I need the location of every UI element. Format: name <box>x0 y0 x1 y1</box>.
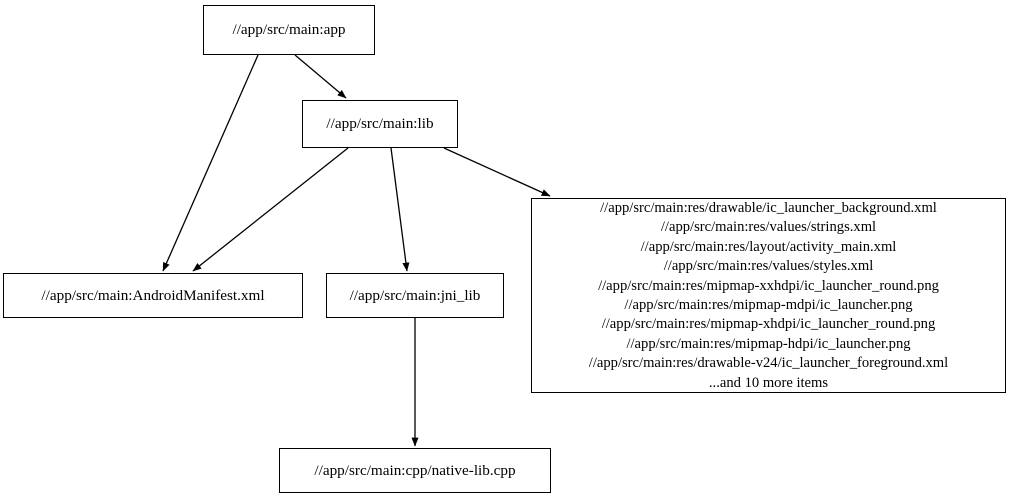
graph-node-resources-line: //app/src/main:res/values/strings.xml <box>660 219 877 236</box>
graph-edge-app-to-manifest <box>162 54 259 272</box>
graph-node-app[interactable]: //app/src/main:app <box>203 5 375 55</box>
graph-node-resources[interactable]: //app/src/main:res/drawable/ic_launcher_… <box>531 198 1006 393</box>
graph-node-android-manifest[interactable]: //app/src/main:AndroidManifest.xml <box>3 273 303 318</box>
graph-node-lib-label: //app/src/main:lib <box>326 115 434 133</box>
graph-node-jni-lib[interactable]: //app/src/main:jni_lib <box>326 273 504 318</box>
graph-node-resources-line: //app/src/main:res/drawable/ic_launcher_… <box>600 199 937 216</box>
graph-edge-lib-to-resources <box>443 147 551 197</box>
graph-node-native-lib-cpp-label: //app/src/main:cpp/native-lib.cpp <box>314 461 516 479</box>
graph-node-resources-line: //app/src/main:res/mipmap-mdpi/ic_launch… <box>624 297 913 313</box>
graph-node-resources-line: ...and 10 more items <box>708 374 829 391</box>
graph-node-resources-line: //app/src/main:res/mipmap-xxhdpi/ic_laun… <box>598 277 939 294</box>
graph-node-android-manifest-label: //app/src/main:AndroidManifest.xml <box>41 286 265 304</box>
graph-node-native-lib-cpp[interactable]: //app/src/main:cpp/native-lib.cpp <box>279 448 551 493</box>
graph-node-jni-lib-label: //app/src/main:jni_lib <box>349 286 481 304</box>
graph-node-lib[interactable]: //app/src/main:lib <box>302 100 458 148</box>
graph-edge-lib-to-jni_lib <box>390 147 410 272</box>
graph-node-app-label: //app/src/main:app <box>232 21 346 39</box>
graph-node-resources-line: //app/src/main:res/layout/activity_main.… <box>640 238 897 255</box>
graph-node-resources-line: //app/src/main:res/mipmap-xhdpi/ic_launc… <box>601 316 936 333</box>
graph-node-resources-line: //app/src/main:res/mipmap-hdpi/ic_launch… <box>626 335 911 352</box>
graph-node-resources-label: //app/src/main:res/drawable/ic_launcher_… <box>581 192 956 399</box>
graph-node-resources-line: //app/src/main:res/drawable-v24/ic_launc… <box>588 355 949 372</box>
graph-edge-app-to-lib <box>294 54 347 99</box>
graph-edge-lib-to-manifest <box>192 147 349 272</box>
graph-node-resources-line: //app/src/main:res/values/styles.xml <box>663 258 874 275</box>
